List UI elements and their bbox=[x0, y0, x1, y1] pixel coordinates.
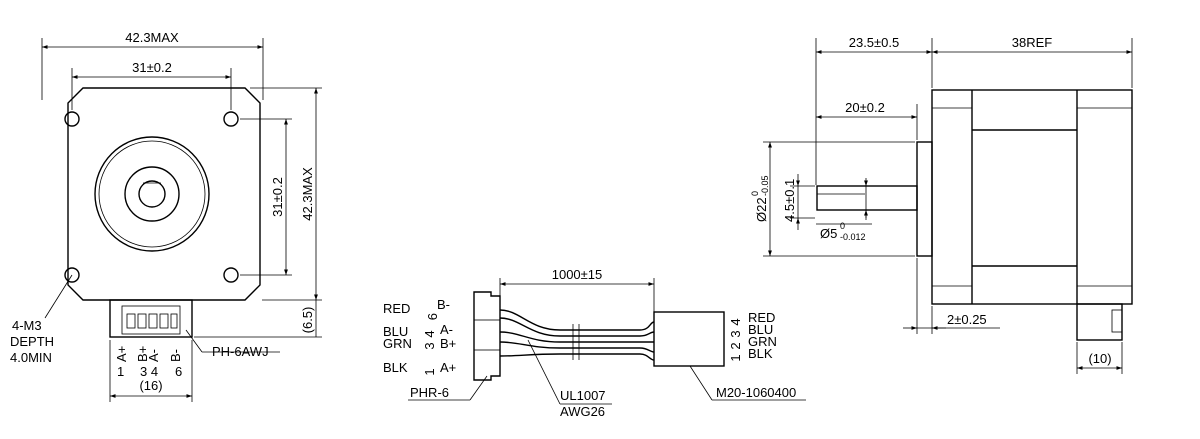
pin-label-a-minus: A- bbox=[146, 349, 161, 362]
pin-label-b-minus: B- bbox=[168, 349, 183, 362]
wire-spec-1: UL1007 bbox=[560, 388, 606, 403]
dim-shaft-total: 23.5±0.5 bbox=[849, 35, 900, 50]
pin-label-b-plus: B+ bbox=[135, 346, 150, 362]
side-connector bbox=[1076, 303, 1123, 341]
wire-num-1: 1 bbox=[422, 368, 437, 375]
wire-color-grn: GRN bbox=[383, 336, 412, 351]
pin-label-a-plus: A+ bbox=[114, 346, 129, 362]
connector-inner bbox=[121, 305, 181, 335]
terminal-block-right bbox=[653, 311, 725, 367]
terminal-label: M20-1060400 bbox=[716, 385, 796, 400]
wire-num-6: 6 bbox=[425, 313, 440, 320]
pin-num-1: 1 bbox=[117, 364, 124, 379]
connector-body bbox=[109, 299, 193, 338]
wire-color-blu: BLU bbox=[383, 324, 408, 339]
shaft bbox=[816, 185, 918, 211]
dim-boss-height: 2±0.25 bbox=[947, 312, 987, 327]
right-color-red: RED bbox=[748, 310, 775, 325]
dim-boss-dia: Ø22 bbox=[754, 197, 769, 222]
mounting-hole-bl bbox=[64, 267, 80, 283]
wire-color-blk: BLK bbox=[383, 360, 408, 375]
side-view: 23.5±0.5 38REF 20±0.2 Ø22 0 -0.05 4.5±0.… bbox=[750, 35, 1133, 374]
dim-height-max: 42.3MAX bbox=[300, 167, 315, 221]
dim-cable-length: 1000±15 bbox=[552, 267, 603, 282]
hole-note-3: 4.0MIN bbox=[10, 350, 52, 365]
boss bbox=[916, 141, 933, 257]
cable-assembly: 1000±15 RED 6 B- BLU GRN 4 3 A- B+ BLK 1… bbox=[383, 267, 806, 419]
right-color-blk: BLK bbox=[748, 346, 773, 361]
right-num-4: 4 bbox=[728, 318, 743, 325]
dim-body-length: 38REF bbox=[1012, 35, 1053, 50]
mounting-hole-tr bbox=[223, 111, 239, 127]
dim-shaft-dia: Ø5 bbox=[820, 226, 837, 241]
mounting-hole-tl bbox=[64, 111, 80, 127]
wire-num-4: 4 bbox=[422, 330, 437, 337]
pin-num-3-4: 3 4 bbox=[140, 364, 158, 379]
connector-pins bbox=[126, 313, 178, 329]
hole-note-1: 4-M3 bbox=[12, 318, 42, 333]
right-num-1: 1 bbox=[728, 354, 743, 361]
wire-sig-a-minus: A- bbox=[440, 322, 453, 337]
dim-shaft-tol-upper: 0 bbox=[840, 221, 845, 231]
dim-boss-tol-lower: -0.05 bbox=[760, 175, 770, 196]
right-color-blu: BLU bbox=[748, 322, 773, 337]
right-num-2: 2 bbox=[728, 342, 743, 349]
wire-bundle bbox=[499, 309, 655, 361]
dim-connector-depth: (10) bbox=[1088, 351, 1111, 366]
front-view: 42.3MAX 31±0.2 31±0.2 42.3MAX (6.5) 4-M3… bbox=[10, 30, 322, 402]
wire-sig-b-minus: B- bbox=[437, 297, 450, 312]
dim-hole-spacing-h: 31±0.2 bbox=[132, 60, 172, 75]
housing-label: PHR-6 bbox=[410, 385, 449, 400]
dim-boss-tol-upper: 0 bbox=[750, 191, 760, 196]
dim-hole-spacing-v: 31±0.2 bbox=[270, 177, 285, 217]
motor-face-outline bbox=[67, 87, 261, 301]
shaft-inner bbox=[138, 180, 166, 208]
dim-flat-depth: 4.5±0.1 bbox=[782, 179, 797, 222]
boss-outer bbox=[94, 136, 210, 252]
hole-note-2: DEPTH bbox=[10, 334, 54, 349]
right-color-grn: GRN bbox=[748, 334, 777, 349]
wire-sig-b-plus: B+ bbox=[440, 336, 456, 351]
housing-left bbox=[473, 291, 501, 381]
right-num-3: 3 bbox=[728, 330, 743, 337]
dim-shaft-tol-lower: -0.012 bbox=[840, 232, 866, 242]
boss-inner bbox=[98, 140, 206, 248]
mounting-hole-br bbox=[223, 267, 239, 283]
wire-sig-a-plus: A+ bbox=[440, 360, 456, 375]
dim-connector-offset: (6.5) bbox=[300, 307, 315, 334]
pin-num-6: 6 bbox=[175, 364, 182, 379]
wire-spec-2: AWG26 bbox=[560, 404, 605, 419]
dim-width-max: 42.3MAX bbox=[125, 30, 179, 45]
shaft-outer bbox=[124, 166, 180, 222]
wire-num-3: 3 bbox=[422, 342, 437, 349]
wire-color-red: RED bbox=[383, 301, 410, 316]
connector-type: PH-6AWJ bbox=[212, 344, 269, 359]
body-outline bbox=[931, 89, 1133, 305]
dim-pitch: (16) bbox=[139, 378, 162, 393]
dim-shaft-length: 20±0.2 bbox=[845, 100, 885, 115]
